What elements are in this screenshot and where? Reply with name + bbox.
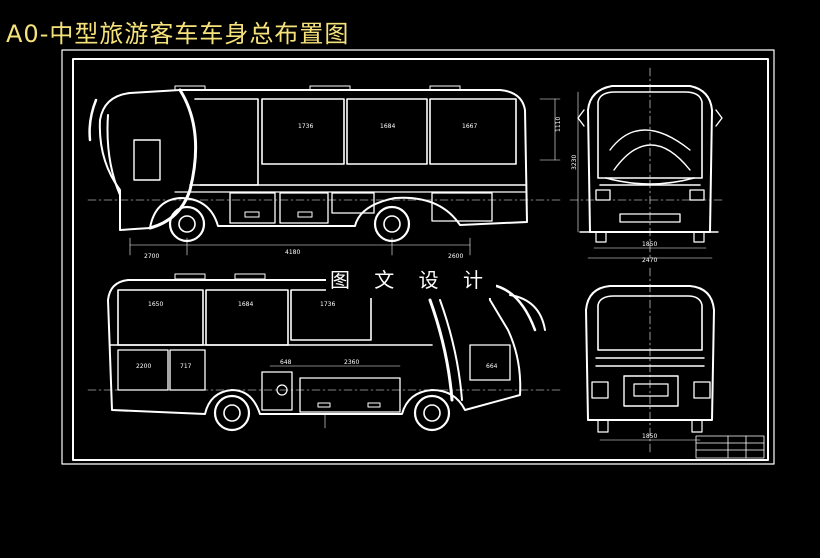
dim-front-height: 3230 (571, 155, 578, 170)
side-view-rear-dimensions (269, 365, 401, 429)
dim-side-bottom-3: 2600 (448, 253, 463, 260)
dim-side2-mid-2: 717 (180, 363, 192, 370)
rear-view (585, 285, 715, 433)
dim-side2-mid-4: 2360 (344, 359, 359, 366)
dim-rear-width: 1850 (642, 433, 657, 440)
side-view (88, 85, 528, 243)
page-title: A0-中型旅游客车车身总布置图 (6, 20, 350, 48)
dim-side-bottom-1: 2700 (144, 253, 159, 260)
dim-side2-top-1: 1650 (148, 301, 163, 308)
dim-side2-mid-3: 648 (280, 359, 292, 366)
outer-border (61, 49, 775, 465)
title-block (695, 435, 765, 459)
dim-side2-mid-5: 664 (486, 363, 498, 370)
front-view-dimensions (577, 91, 713, 259)
dim-side-height: 1110 (555, 117, 562, 132)
dim-side-bottom-2: 4180 (285, 249, 300, 256)
dim-side-top-3: 1667 (462, 123, 477, 130)
watermark-banner: 图 文 设 计 (326, 262, 496, 298)
dim-side-top-2: 1684 (380, 123, 395, 130)
front-view (577, 85, 723, 243)
side-view-dimensions (129, 98, 561, 256)
dim-side-top-1: 1736 (298, 123, 313, 130)
inner-border (72, 58, 769, 461)
dim-front-width-2: 2470 (642, 257, 657, 264)
dim-side2-top-3: 1736 (320, 301, 335, 308)
dim-side2-mid-1: 2200 (136, 363, 151, 370)
side-view-rear (107, 273, 546, 432)
dim-front-width-1: 1850 (642, 241, 657, 248)
dim-side2-top-2: 1684 (238, 301, 253, 308)
